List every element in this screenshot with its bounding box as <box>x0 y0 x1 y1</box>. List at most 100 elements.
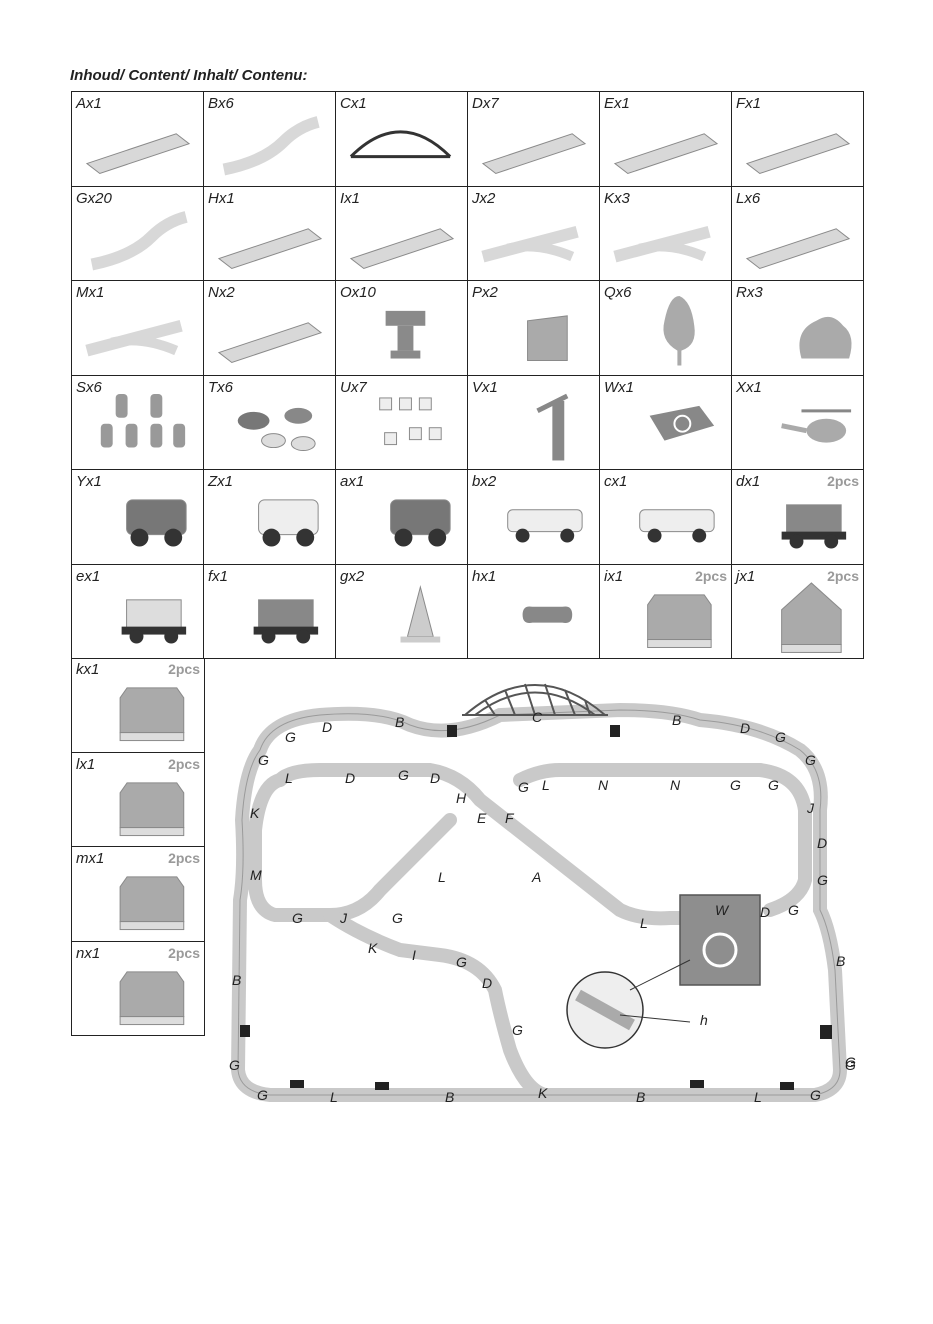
part-label: Bx6 <box>208 95 234 112</box>
part-cell: mx1 2pcs <box>72 847 205 942</box>
part-label: Hx1 <box>208 189 235 207</box>
part-cell: ix1 2pcs <box>600 564 732 659</box>
track-piece-label: G <box>258 752 269 768</box>
track-piece-label: G <box>817 872 828 888</box>
s-curve-track-icon <box>222 116 320 176</box>
part-cell: Ox10 <box>336 281 468 376</box>
track-piece-label: H <box>456 790 467 806</box>
ramp-icon <box>527 315 568 361</box>
part-label: kx1 <box>76 661 100 678</box>
part-label: fx1 <box>208 567 229 585</box>
part-label: Gx20 <box>76 189 112 207</box>
track-piece-label: W <box>715 902 730 918</box>
bush-icon <box>799 316 852 359</box>
part-cell: gx2 <box>336 564 468 659</box>
short-track-icon <box>217 227 323 269</box>
part-label: Zx1 <box>208 473 234 490</box>
part-cell: Ux7 <box>336 375 468 470</box>
track-piece-label: E <box>477 810 487 826</box>
part-cell: Zx1 <box>204 470 336 565</box>
part-label: Yx1 <box>76 473 102 490</box>
adapter-track-icon <box>613 133 719 175</box>
straight-track-icon <box>85 133 191 175</box>
track-piece-label: G <box>229 1057 240 1073</box>
part-cell: Ex1 <box>600 92 732 187</box>
track-piece-label: M <box>250 867 262 883</box>
building-icon <box>119 876 185 931</box>
part-cell: Qx6 <box>600 281 732 376</box>
pillar-icon <box>385 310 426 359</box>
part-count-badge: 2pcs <box>168 661 200 677</box>
part-count-badge: 2pcs <box>695 567 727 584</box>
part-label: hx1 <box>472 567 497 585</box>
part-cell: dx1 2pcs <box>732 470 864 565</box>
track-piece-label: G <box>398 767 409 783</box>
track-piece-label: K <box>368 940 378 956</box>
part-label: dx1 <box>736 473 761 490</box>
part-cell: Ax1 <box>72 92 204 187</box>
track-piece-label: K <box>250 805 260 821</box>
helicopter-icon <box>781 408 852 443</box>
track-piece-label: G <box>768 777 779 793</box>
part-label: Ex1 <box>604 95 630 112</box>
helipad-icon <box>649 405 715 441</box>
part-cell: Px2 <box>468 281 600 376</box>
track-piece-label: G <box>285 729 296 745</box>
part-cell: Dx7 <box>468 92 600 187</box>
curve-track-icon <box>90 210 188 270</box>
track-piece-label: D <box>322 719 332 735</box>
track-piece-label: D <box>482 975 492 991</box>
part-count-badge: 2pcs <box>168 850 200 866</box>
building-icon <box>119 970 185 1025</box>
track-piece-label: G <box>845 1057 856 1073</box>
track-piece-label: A <box>531 869 541 885</box>
part-cell: Sx6 <box>72 375 204 470</box>
part-cell: ex1 <box>72 564 204 659</box>
part-cell: kx1 2pcs <box>72 658 205 753</box>
wagon-icon <box>121 598 187 644</box>
part-cell: ax1 <box>336 470 468 565</box>
part-count-badge: 2pcs <box>827 567 859 584</box>
switch-track-icon <box>85 320 183 357</box>
bridge-icon <box>349 130 452 159</box>
part-cell: Vx1 <box>468 375 600 470</box>
building-icon <box>119 781 185 836</box>
part-label: ax1 <box>340 473 365 490</box>
track-piece-label: B <box>232 972 241 988</box>
part-label: Jx2 <box>472 189 496 207</box>
crane-icon <box>536 393 569 460</box>
part-cell: Nx2 <box>204 281 336 376</box>
track-piece-label: B <box>836 953 845 969</box>
part-label: Rx3 <box>736 284 763 301</box>
connector-icon <box>522 605 573 623</box>
part-label: ix1 <box>604 567 624 585</box>
part-label: Ox10 <box>340 284 376 301</box>
part-label: mx1 <box>76 850 105 867</box>
track-piece-label: L <box>640 915 648 931</box>
straight-track-icon <box>217 322 323 364</box>
part-label: Nx2 <box>208 284 235 301</box>
part-label: Kx3 <box>604 189 630 207</box>
straight-track-icon <box>349 227 455 269</box>
people-icon <box>100 393 186 448</box>
part-cell: Kx3 <box>600 186 732 281</box>
part-cell: Yx1 <box>72 470 204 565</box>
track-piece-label: L <box>330 1089 338 1105</box>
track-piece-label: J <box>339 910 348 926</box>
part-cell: Wx1 <box>600 375 732 470</box>
part-cell: Tx6 <box>204 375 336 470</box>
track-piece-label: C <box>532 709 543 725</box>
part-label: Ax1 <box>76 95 102 112</box>
track-piece-label: G <box>845 1054 856 1070</box>
track-piece-label: D <box>817 835 827 851</box>
building-icon <box>119 687 185 742</box>
track-piece-label: D <box>430 770 440 786</box>
track-piece-label: L <box>542 777 550 793</box>
part-count-badge: 2pcs <box>827 473 859 489</box>
part-label: Ix1 <box>340 189 361 207</box>
switch-track-icon <box>613 225 711 262</box>
